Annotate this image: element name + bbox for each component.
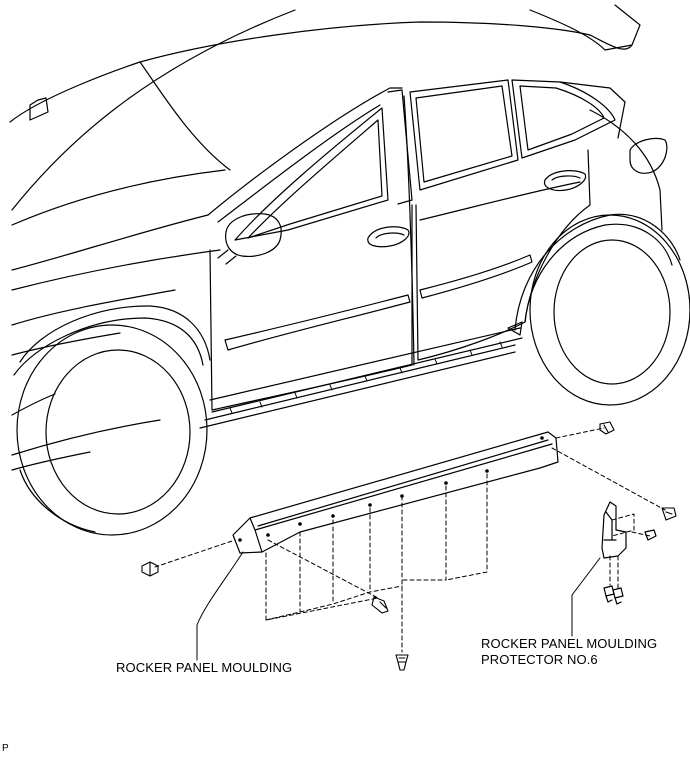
corner-code: P: [2, 743, 9, 754]
protector-bolt-lower-right-icon: [612, 587, 624, 605]
moulding-clip-holes: [238, 436, 544, 542]
fasteners: [141, 421, 677, 671]
front-tire: [16, 324, 208, 536]
side-body-crease: [11, 181, 581, 291]
front-door-handle: [367, 226, 410, 248]
rocker-panel-moulding-part: [232, 431, 559, 554]
protector-label: ROCKER PANEL MOULDING PROTECTOR NO.6: [481, 636, 657, 668]
front-door: [209, 204, 413, 411]
front-wheel-arch: [19, 305, 211, 363]
rear-mudguard: [507, 321, 523, 336]
clip-right-top-icon: [599, 421, 615, 435]
roof-line: [11, 9, 296, 211]
a-pillar-inner: [217, 104, 381, 223]
rear-pillar: [559, 81, 626, 139]
front-rim: [45, 349, 191, 515]
rear-door-handle: [543, 170, 587, 192]
protector-fin: [603, 511, 617, 541]
clip-bottom-icon: [395, 654, 409, 671]
front-window-inner: [247, 119, 383, 239]
roof-rail: [9, 21, 591, 123]
fuel-door: [629, 137, 668, 174]
rear-tire: [529, 214, 690, 406]
mirror-stem: [217, 249, 237, 265]
hood-front: [11, 214, 209, 271]
clip-right-end-icon: [661, 507, 677, 521]
bumper-lower: [11, 332, 121, 356]
side-ground-line: [11, 419, 161, 471]
clip-center-icon: [371, 596, 389, 614]
front-tire-tread: [19, 469, 96, 533]
screw-left-icon: [141, 561, 159, 577]
bumper-upper: [11, 289, 176, 326]
moulding-protector-no6-part: [601, 501, 657, 605]
rocker-panel-moulding-label: ROCKER PANEL MOULDING: [116, 660, 293, 675]
front-arch-flare: [13, 317, 204, 376]
protector-bolt-upper-icon: [644, 529, 657, 541]
rear-rim: [553, 239, 671, 385]
leader-protector: [571, 557, 601, 637]
rear-wheel-arch: [524, 223, 673, 323]
car-rocker-clips: [229, 341, 503, 414]
rear-spoiler: [589, 34, 633, 50]
rear-window: [409, 79, 519, 191]
bumper-bottom: [11, 393, 56, 416]
rear-quarter: [589, 109, 663, 231]
protector-label-line2: PROTECTOR NO.6: [481, 652, 598, 667]
rear-handle-inner: [551, 175, 581, 181]
protector-label-line1: ROCKER PANEL MOULDING: [481, 636, 658, 651]
b-pillar: [387, 89, 413, 205]
rear-window-inner: [415, 85, 513, 183]
front-handle-inner: [375, 232, 405, 239]
moulding-inner-lip: [257, 439, 549, 527]
front-window: [234, 107, 389, 241]
rear-arch-flare: [514, 213, 681, 331]
vehicle-illustration: [9, 4, 690, 536]
quarter-window: [511, 79, 616, 159]
antenna: [29, 97, 49, 121]
hood-crease: [11, 169, 226, 226]
car-rocker-lower: [199, 344, 516, 429]
leader-lines: [196, 551, 601, 661]
front-door-moulding: [224, 294, 411, 351]
moulding-body: [232, 431, 559, 554]
leader-rocker-moulding: [196, 551, 244, 661]
protector-bolt-lower-left-icon: [603, 585, 615, 603]
rear-door-moulding: [419, 254, 533, 299]
roof-rear: [529, 4, 641, 51]
assembly-guide-lines: [154, 427, 666, 653]
moulding-top-edge: [249, 443, 553, 553]
car-rocker-upper: [209, 327, 523, 413]
a-pillar: [207, 87, 403, 216]
protector-body: [601, 501, 627, 559]
side-mirror: [225, 213, 282, 257]
rear-door: [415, 149, 591, 361]
quarter-window-inner: [519, 85, 605, 151]
door-gap: [403, 95, 415, 366]
hood-edge: [139, 61, 231, 171]
